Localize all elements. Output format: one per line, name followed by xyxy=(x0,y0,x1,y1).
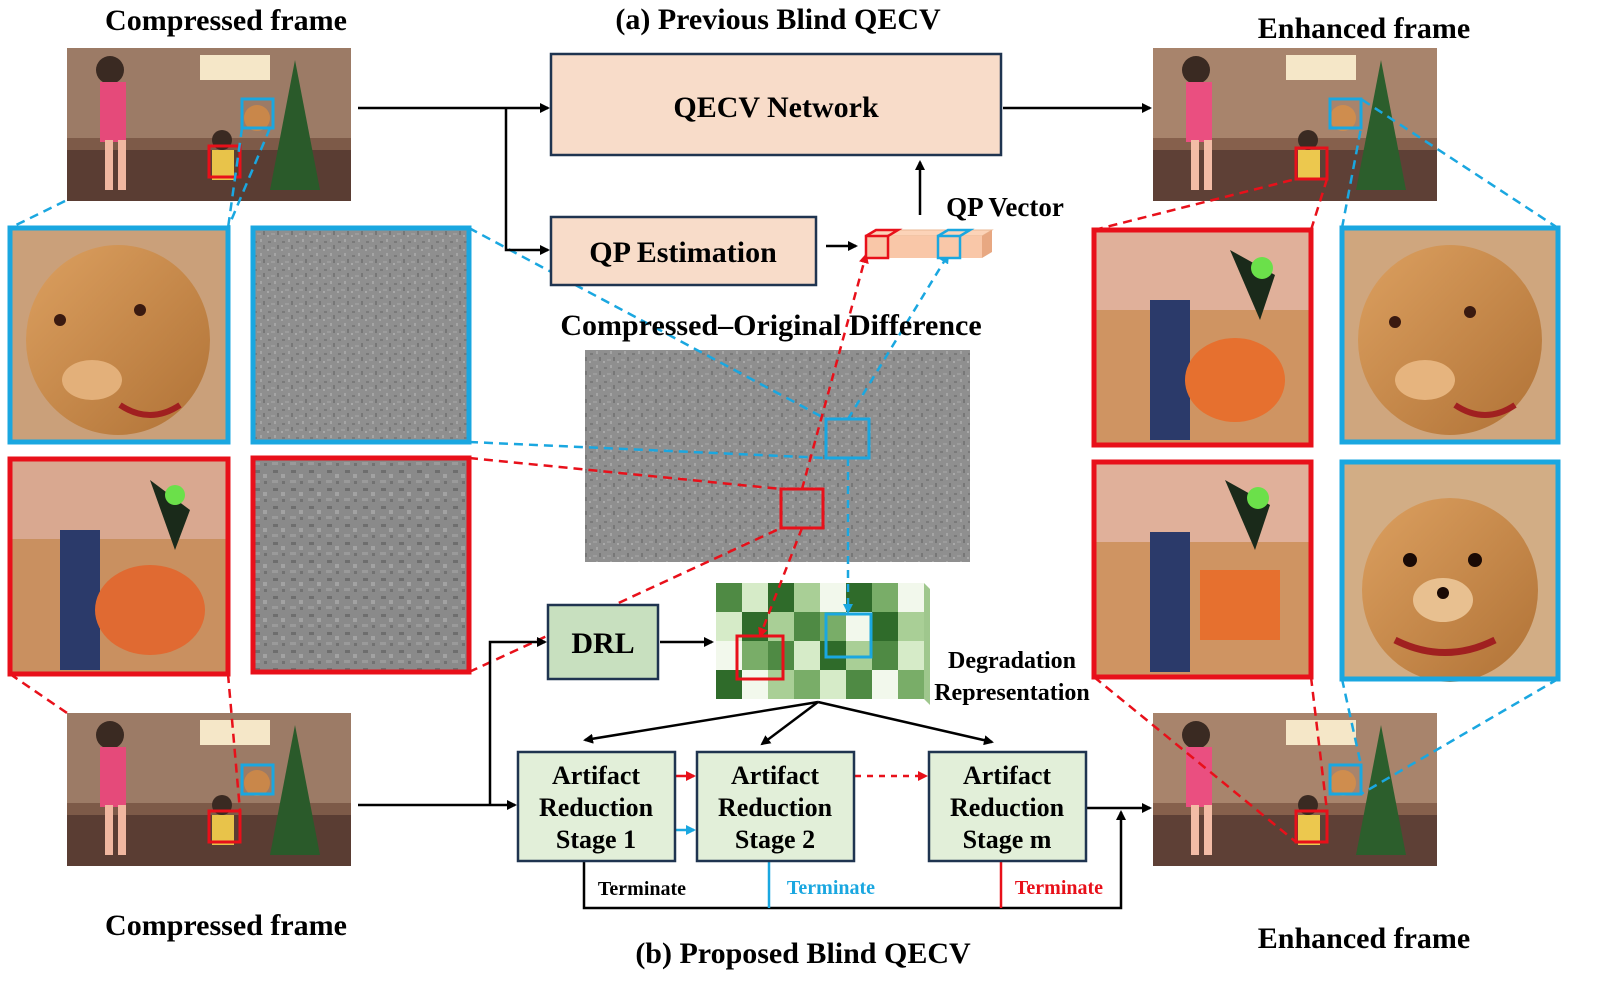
enhanced-frame-bottom-label: Enhanced frame xyxy=(1258,922,1471,955)
zoom-connectors xyxy=(9,97,1559,843)
compressed-frame-top-label: Compressed frame xyxy=(105,4,347,37)
grid-cell xyxy=(898,612,924,641)
patch-bear-original xyxy=(1339,459,1561,682)
stage-block-1: Artifact Reduction Stage 1 xyxy=(516,750,677,863)
grid-cell xyxy=(820,612,846,641)
grid-cell xyxy=(768,670,794,699)
degradation-representation-grid xyxy=(716,583,930,705)
previous-pipeline-arrows xyxy=(358,103,1152,255)
patch-bear-enhanced xyxy=(1339,225,1561,445)
terminate-label-m: Terminate xyxy=(1015,877,1103,899)
grid-cell xyxy=(898,583,924,612)
stage-m-line1: Artifact xyxy=(963,761,1051,790)
grid-cell xyxy=(846,583,872,612)
stage-1-line1: Artifact xyxy=(552,761,640,790)
grid-cell xyxy=(794,583,820,612)
stage-links xyxy=(676,771,928,835)
stage-1-line2: Reduction xyxy=(539,793,654,822)
grid-cell xyxy=(872,670,898,699)
grid-cell xyxy=(872,641,898,670)
qp-vector-label: QP Vector xyxy=(946,192,1064,222)
drl-block: DRL xyxy=(546,603,660,681)
patch-hand-enhanced xyxy=(1091,227,1314,448)
patch-hand-compressed xyxy=(7,456,231,677)
grid-cell xyxy=(742,583,768,612)
grid-cell xyxy=(716,583,742,612)
patch-diff-blue xyxy=(250,225,472,445)
enhanced-frame-top-label: Enhanced frame xyxy=(1258,12,1471,45)
proposed-title: (b) Proposed Blind QECV xyxy=(635,937,971,970)
previous-title: (a) Previous Blind QECV xyxy=(615,3,941,36)
patch-diff-red xyxy=(250,455,472,675)
degradation-label-line2: Representation xyxy=(934,680,1090,706)
difference-title: Compressed–Original Difference xyxy=(560,309,981,342)
qp-vector-bar xyxy=(864,228,994,260)
qp-estimation-block: QP Estimation xyxy=(549,215,818,287)
grid-highlight-blue xyxy=(824,612,873,659)
drl-label: DRL xyxy=(571,627,634,660)
grid-cell xyxy=(872,583,898,612)
stage-block-2: Artifact Reduction Stage 2 xyxy=(695,750,856,863)
stage-2-line1: Artifact xyxy=(731,761,819,790)
stage-m-line2: Reduction xyxy=(950,793,1065,822)
grid-cell xyxy=(742,641,768,670)
enhanced-frame-top-thumb xyxy=(1153,48,1437,201)
grid-cell xyxy=(794,641,820,670)
qecv-network-label: QECV Network xyxy=(673,91,879,124)
grid-cell xyxy=(742,670,768,699)
degradation-label-line1: Degradation xyxy=(948,648,1076,674)
grid-cell xyxy=(820,583,846,612)
qecv-network-block: QECV Network xyxy=(549,52,1003,157)
terminate-label-2: Terminate xyxy=(787,877,875,899)
grid-cell xyxy=(846,612,872,641)
compressed-frame-bottom-thumb xyxy=(67,713,351,866)
grid-cell xyxy=(898,670,924,699)
difference-arrows xyxy=(758,253,950,638)
stage-2-line2: Reduction xyxy=(718,793,833,822)
stage-1-line3: Stage 1 xyxy=(556,825,636,854)
grid-cell xyxy=(820,670,846,699)
stage-2-line3: Stage 2 xyxy=(735,825,815,854)
patch-bear-compressed xyxy=(7,225,231,445)
stage-m-line3: Stage m xyxy=(963,825,1052,854)
enhanced-frame-bottom-thumb xyxy=(1153,713,1437,866)
grid-cell xyxy=(794,612,820,641)
terminate-label-1: Terminate xyxy=(598,878,686,900)
qp-estimation-label: QP Estimation xyxy=(589,236,777,269)
stage-block-m: Artifact Reduction Stage m xyxy=(927,750,1088,863)
grid-cell xyxy=(768,641,794,670)
patch-hand-enhanced-2 xyxy=(1091,459,1314,680)
compressed-frame-top-thumb xyxy=(67,48,351,201)
compressed-frame-bottom-label: Compressed frame xyxy=(105,909,347,942)
terminate-branches xyxy=(767,862,1003,908)
grid-cell xyxy=(794,670,820,699)
grid-cell xyxy=(872,612,898,641)
grid-cell xyxy=(898,641,924,670)
proposed-pipeline-arrows xyxy=(358,637,1152,910)
grid-cell xyxy=(846,670,872,699)
